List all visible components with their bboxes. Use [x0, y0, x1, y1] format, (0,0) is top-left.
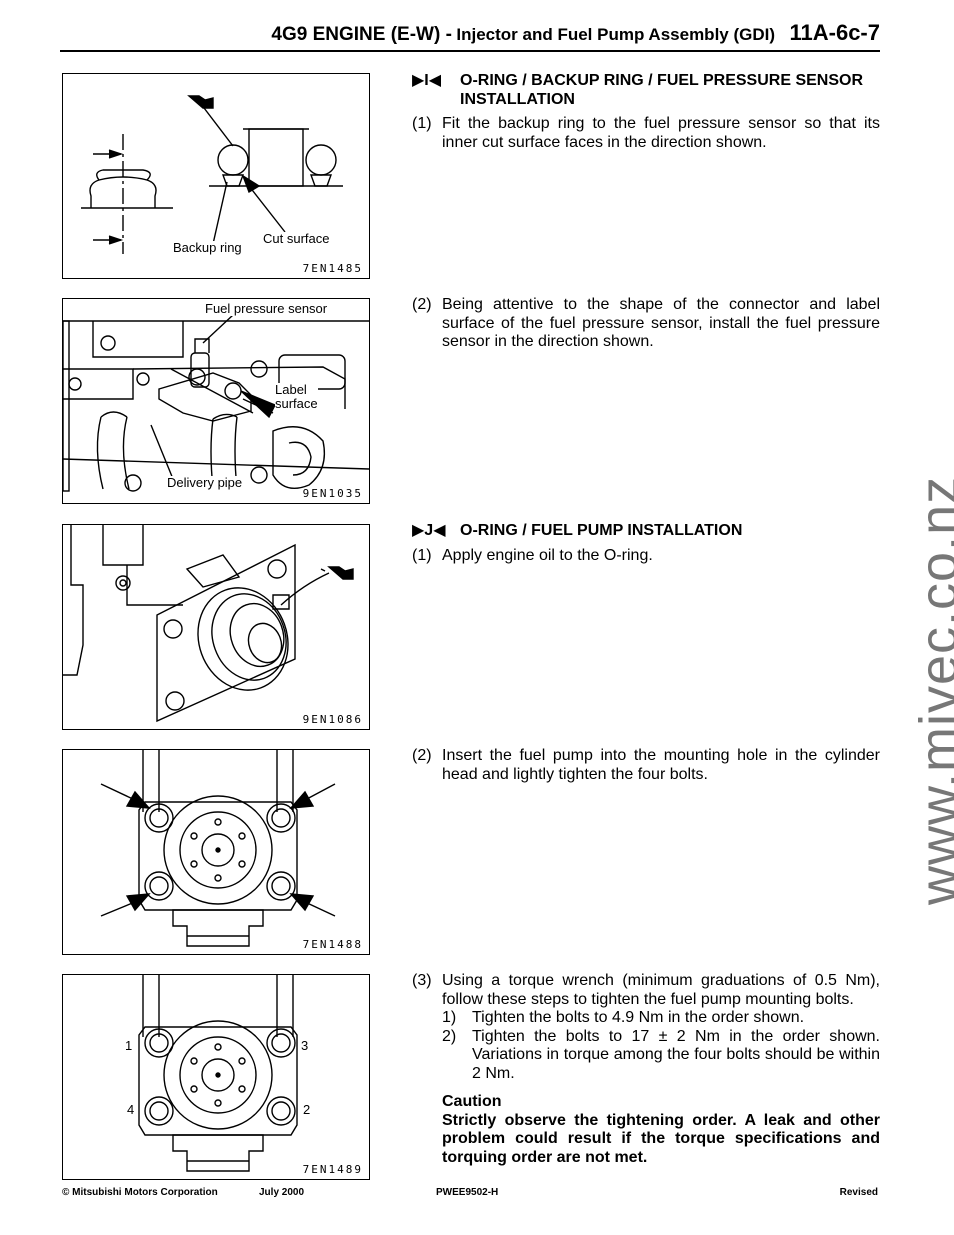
section-j-heading: O-RING / FUEL PUMP INSTALLATION	[460, 522, 743, 539]
fuel-pressure-sensor-illustration	[63, 314, 369, 492]
backup-ring-illustration	[81, 95, 343, 254]
section-i: ▶I◀ O-RING / BACKUP RING / FUEL PRESSURE…	[412, 72, 880, 152]
section-i-step-2-block: (2) Being attentive to the shape of the …	[412, 296, 880, 352]
footer-status: Revised	[839, 1187, 878, 1198]
bolt-number-3: 3	[301, 1038, 309, 1053]
fuel-pump-bolts-illustration	[100, 750, 336, 947]
section-j-step-3: (3) Using a torque wrench (minimum gradu…	[412, 972, 880, 1082]
figure-code: 7EN1485	[302, 262, 363, 275]
section-i-title: ▶I◀ O-RING / BACKUP RING / FUEL PRESSURE…	[412, 72, 880, 109]
o-ring-oil-illustration	[63, 525, 354, 723]
section-i-heading: O-RING / BACKUP RING / FUEL PRESSURE SEN…	[460, 72, 864, 108]
fuel-pressure-sensor-label: Fuel pressure sensor	[205, 301, 328, 316]
section-i-step-2: (2) Being attentive to the shape of the …	[412, 296, 880, 350]
figure-fuel-pressure-sensor: Fuel pressure sensor Label surface Deliv…	[62, 298, 370, 504]
figure-code: 9EN1035	[302, 487, 363, 500]
header-title: 4G9 ENGINE (E-W) - Injector and Fuel Pum…	[271, 20, 880, 46]
section-i-step-1: (1) Fit the backup ring to the fuel pres…	[412, 115, 880, 151]
bolt-number-2: 2	[303, 1102, 311, 1117]
tightening-order-illustration	[138, 975, 298, 1172]
backup-ring-label: Backup ring	[173, 240, 242, 255]
substep-1: 1) Tighten the bolts to 4.9 Nm in the or…	[442, 1009, 805, 1026]
label-surface-label: Label surface	[275, 382, 318, 411]
figure-backup-ring: Backup ring Cut surface 7EN1485	[62, 73, 370, 279]
figure-tightening-order: 1 3 4 2 7EN1489	[62, 974, 370, 1180]
section-j-title: ▶J◀ O-RING / FUEL PUMP INSTALLATION	[412, 522, 880, 541]
section-j-step-2-block: (2) Insert the fuel pump into the mounti…	[412, 747, 880, 784]
page-number: 11A-6c-7	[789, 20, 880, 45]
delivery-pipe-label: Delivery pipe	[167, 475, 243, 490]
caution-text: Strictly observe the tightening order. A…	[442, 1111, 880, 1166]
page-header: 4G9 ENGINE (E-W) - Injector and Fuel Pum…	[60, 18, 880, 52]
footer-doc-id: PWEE9502-H	[436, 1187, 499, 1198]
section-j-step-2: (2) Insert the fuel pump into the mounti…	[412, 747, 880, 783]
cut-surface-label: Cut surface	[263, 231, 330, 246]
bolt-number-4: 4	[127, 1102, 135, 1117]
section-j-symbol: ▶J◀	[412, 522, 446, 539]
figure-code: 9EN1086	[302, 713, 363, 726]
section-j: ▶J◀ O-RING / FUEL PUMP INSTALLATION (1) …	[412, 522, 880, 565]
footer-date: July 2000	[259, 1187, 305, 1198]
watermark: www.mivec.co.nz	[909, 475, 954, 905]
header-section: Injector and Fuel Pump Assembly (GDI)	[456, 25, 776, 44]
caution-block: Caution Strictly observe the tightening …	[412, 1093, 880, 1167]
substep-2: 2) Tighten the bolts to 17 ± 2 Nm in the…	[442, 1027, 880, 1082]
bolt-number-1: 1	[125, 1038, 133, 1053]
caution-title: Caution	[442, 1093, 502, 1110]
header-engine: 4G9 ENGINE (E-W) -	[271, 24, 452, 45]
header-rule	[60, 50, 880, 52]
figure-code: 7EN1488	[302, 938, 363, 951]
figure-o-ring-oil: 9EN1086	[62, 524, 370, 730]
figure-code: 7EN1489	[302, 1163, 363, 1176]
footer-copyright: © Mitsubishi Motors Corporation	[62, 1187, 218, 1198]
section-j-step-3-block: (3) Using a torque wrench (minimum gradu…	[412, 972, 880, 1167]
section-i-symbol: ▶I◀	[412, 72, 442, 89]
section-j-step-1: (1) Apply engine oil to the O-ring.	[412, 546, 653, 564]
figure-fuel-pump-bolts: 7EN1488	[62, 749, 370, 955]
